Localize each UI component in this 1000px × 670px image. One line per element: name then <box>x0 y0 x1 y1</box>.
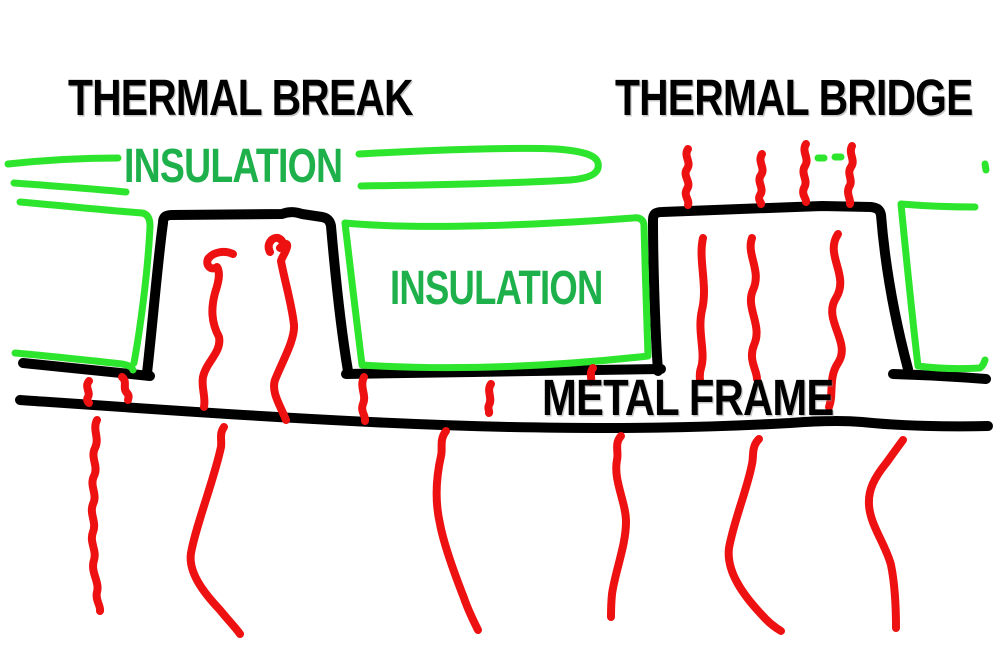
heat-squiggle-break-stud-2 <box>264 233 298 424</box>
thermal-bridge-title: THERMAL BRIDGE <box>615 69 973 126</box>
heat-squiggle-below-6 <box>864 436 907 632</box>
right-insulation-panel-outline <box>897 200 989 373</box>
insulation-band-left-line-2 <box>10 179 130 196</box>
thermal-break-stud-outline <box>142 207 353 378</box>
thermal-bridge-stud-outline <box>648 201 913 376</box>
insulation-outlines <box>4 144 990 374</box>
heat-squiggle-above-bridge-1 <box>681 145 693 209</box>
heat-flow-squiggles <box>83 140 907 638</box>
heat-squiggle-below-5 <box>724 435 785 635</box>
metal-frame-structure <box>15 201 993 433</box>
heat-squiggle-below-2 <box>186 423 244 638</box>
green-speck-3 <box>981 160 990 174</box>
thermal-break-title: THERMAL BREAK <box>68 69 414 126</box>
insulation-top-label: INSULATION <box>124 140 343 193</box>
heat-squiggle-below-3 <box>432 427 482 634</box>
metal-frame-line-left <box>18 358 155 381</box>
metal-frame-label: METAL FRAME <box>542 369 834 426</box>
metal-frame-line-right <box>888 369 991 384</box>
heat-squiggle-below-1 <box>87 416 105 615</box>
insulation-band-right-outline <box>355 144 602 190</box>
heat-squiggle-gap-5 <box>586 364 597 386</box>
insulation-middle-label: INSULATION <box>390 262 603 315</box>
heat-squiggle-break-stud-1 <box>198 247 237 411</box>
left-insulation-panel-bottom <box>11 349 137 374</box>
heat-squiggle-gap-3 <box>358 373 370 425</box>
heat-squiggle-through-bridge-2 <box>746 234 761 383</box>
heat-squiggle-above-bridge-2 <box>755 150 767 208</box>
heat-squiggle-above-bridge-4 <box>844 142 857 208</box>
left-insulation-panel-top-right <box>16 198 154 367</box>
metal-frame-bottom-line <box>15 395 993 433</box>
heat-squiggle-gap-2 <box>118 373 133 404</box>
heat-squiggle-through-bridge-3 <box>825 230 846 411</box>
heat-squiggle-through-bridge-1 <box>695 234 708 385</box>
heat-squiggle-below-4 <box>607 432 630 621</box>
metal-frame-line-middle <box>341 364 666 379</box>
middle-insulation-box-outline <box>341 214 652 372</box>
heat-squiggle-above-bridge-3 <box>799 140 811 206</box>
insulation-band-left-line-1 <box>4 154 122 168</box>
heat-squiggle-gap-1 <box>83 377 93 407</box>
heat-squiggle-gap-4 <box>484 380 495 417</box>
